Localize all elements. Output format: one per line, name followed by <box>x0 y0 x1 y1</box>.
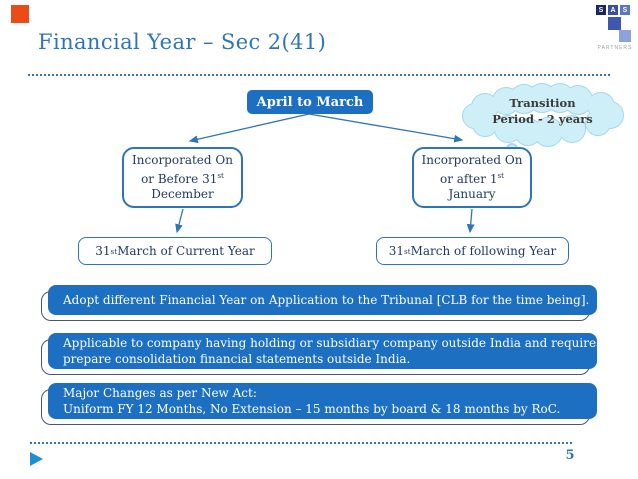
logo-caption: PARTNERS <box>597 45 633 51</box>
cloud-note-line2: Period - 2 years <box>492 112 593 126</box>
note2-line1: Applicable to company having holding or … <box>63 336 619 350</box>
footer-divider <box>30 442 572 444</box>
note1-banner: Adopt different Financial Year on Applic… <box>48 285 597 315</box>
note3-line2: Uniform FY 12 Months, No Extension – 15 … <box>63 402 561 416</box>
node-incorporated-after: Incorporated On or after 1st January <box>412 147 532 208</box>
logo-letter-a: A <box>608 5 618 15</box>
note2-banner: Applicable to company having holding or … <box>48 333 619 369</box>
connector-right-result <box>466 208 475 234</box>
connector-root-right <box>308 113 464 143</box>
header-divider <box>28 74 610 76</box>
cond-right-line2: or after 1st <box>439 171 505 186</box>
cond-right-line1: Incorporated On <box>421 153 523 167</box>
cloud-note-line1: Transition <box>509 96 576 110</box>
cloud-note-text: Transition Period - 2 years <box>460 95 625 127</box>
page-number: 5 <box>565 448 575 463</box>
note3-line1: Major Changes as per New Act: <box>63 386 257 400</box>
logo-letter-row: S A S <box>596 5 630 15</box>
orange-marker-icon <box>11 5 29 23</box>
logo-square-mid <box>608 17 621 30</box>
cond-left-line1: Incorporated On <box>132 153 233 167</box>
cond-left-line2: or Before 31st <box>141 171 224 186</box>
connector-root-left <box>188 113 310 144</box>
connector-left-result <box>175 208 184 234</box>
logo-letter-s2: S <box>620 5 630 15</box>
page-title: Financial Year – Sec 2(41) <box>38 30 327 54</box>
cond-right-line3: January <box>448 187 496 201</box>
sas-partners-logo: S A S PARTNERS <box>596 5 634 53</box>
node-incorporated-before: Incorporated On or Before 31st December <box>122 147 243 208</box>
note2-line2: prepare consolidation financial statemen… <box>63 352 411 366</box>
note1-line1: Adopt different Financial Year on Applic… <box>63 293 590 307</box>
logo-letter-s1: S <box>596 5 606 15</box>
node-april-to-march: April to March <box>247 90 373 114</box>
logo-square-light <box>619 30 631 42</box>
cond-left-line3: December <box>151 187 214 201</box>
footer-arrow-icon <box>30 452 43 466</box>
note3-banner: Major Changes as per New Act: Uniform FY… <box>48 383 597 419</box>
